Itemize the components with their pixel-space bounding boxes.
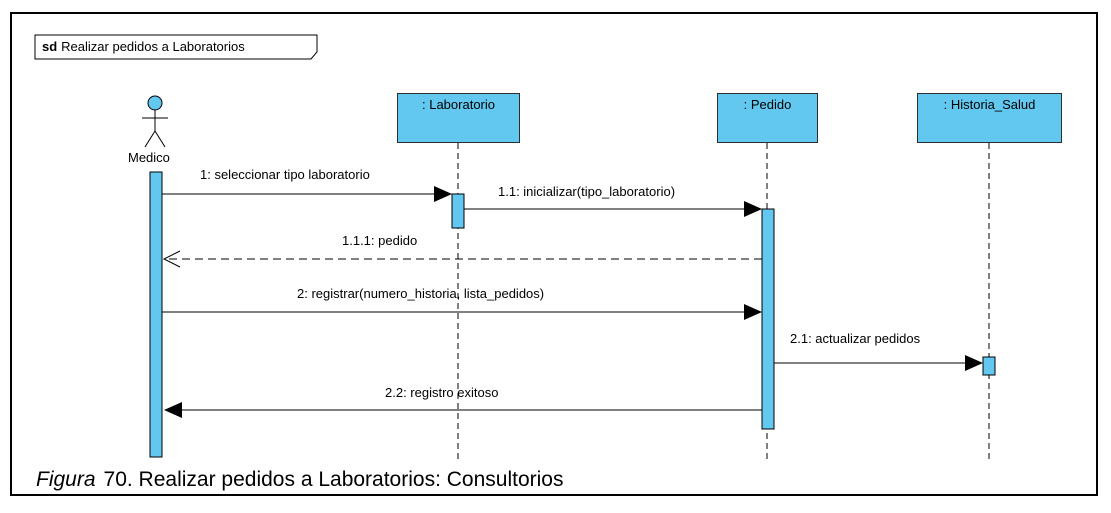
message-2-1-label: 2.1: actualizar pedidos bbox=[790, 331, 921, 346]
message-2-arrowhead bbox=[744, 304, 762, 320]
figure-caption: Figura 70. Realizar pedidos a Laboratorio… bbox=[36, 468, 563, 492]
message-2-1-arrowhead bbox=[965, 355, 983, 371]
frame-tab-shape bbox=[34, 34, 318, 60]
activation-medico bbox=[149, 171, 163, 458]
diagram-frame bbox=[10, 12, 1098, 496]
lifeline-laboratorio-label: : Laboratorio bbox=[422, 97, 495, 112]
message-1-1-1-open-arrowhead bbox=[162, 250, 181, 268]
message-1-arrowhead bbox=[434, 186, 452, 202]
lifeline-laboratorio: : Laboratorio bbox=[397, 93, 520, 143]
actor-icon bbox=[142, 95, 168, 148]
message-2-label: 2: registrar(numero_historia, lista_pedi… bbox=[297, 286, 545, 301]
frame-title: Realizar pedidos a Laboratorios bbox=[61, 39, 245, 54]
message-1-1-arrowhead bbox=[744, 201, 762, 217]
message-1-1-1-label: 1.1.1: pedido bbox=[342, 233, 418, 248]
lifeline-historia-salud: : Historia_Salud bbox=[917, 93, 1062, 143]
message-1-label: 1: seleccionar tipo laboratorio bbox=[200, 167, 370, 182]
message-1-1-label: 1.1: inicializar(tipo_laboratorio) bbox=[498, 184, 676, 199]
actor-label: Medico bbox=[128, 150, 170, 165]
lifeline-historia-salud-label: : Historia_Salud bbox=[943, 97, 1036, 112]
activation-pedido bbox=[761, 208, 775, 430]
activation-historia bbox=[982, 356, 996, 376]
activation-laboratorio bbox=[451, 193, 465, 229]
lifeline-pedido-label: : Pedido bbox=[743, 97, 792, 112]
caption-prefix: Figura bbox=[36, 468, 96, 491]
lifeline-pedido: : Pedido bbox=[717, 93, 818, 143]
message-2-2-label: 2.2: registro exitoso bbox=[385, 385, 499, 400]
message-2-2-arrowhead bbox=[164, 402, 182, 418]
frame-operator: sd bbox=[42, 39, 58, 54]
caption-text: 70. Realizar pedidos a Laboratorios: Con… bbox=[103, 468, 564, 491]
